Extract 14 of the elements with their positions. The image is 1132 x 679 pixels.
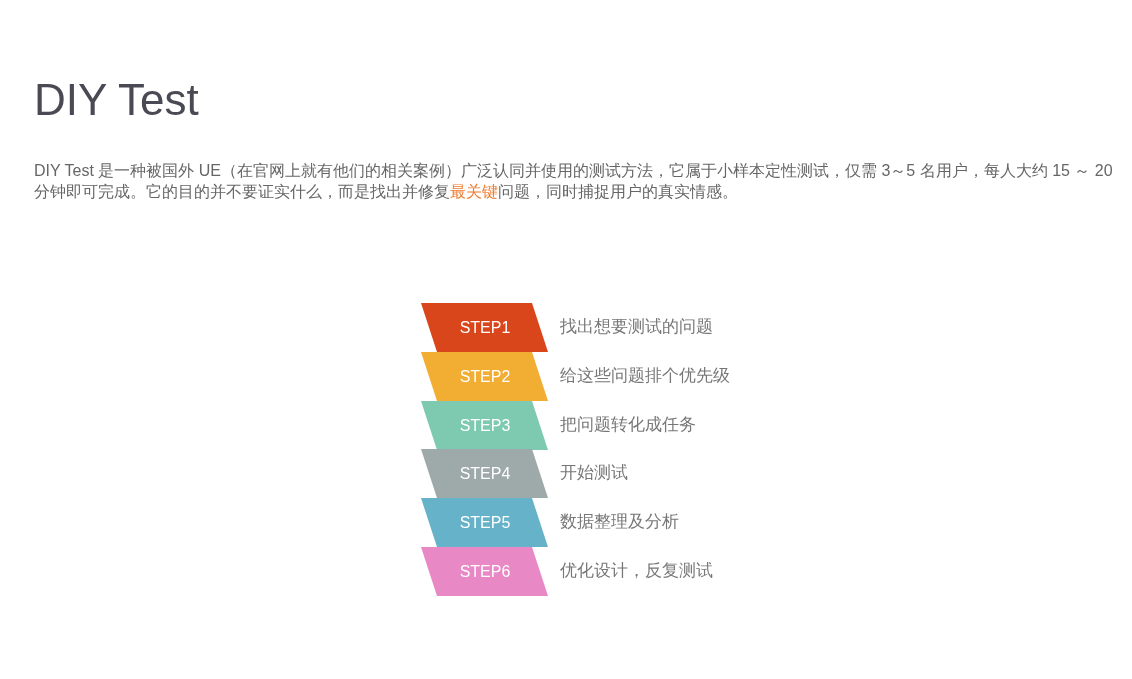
step-label: STEP5 bbox=[458, 513, 512, 533]
step-description: 优化设计，反复测试 bbox=[560, 561, 713, 581]
step-label: STEP3 bbox=[458, 415, 512, 435]
step-description: 开始测试 bbox=[560, 463, 628, 484]
step-description: 把问题转化成任务 bbox=[560, 414, 696, 435]
intro-paragraph: DIY Test 是一种被国外 UE（在官网上就有他们的相关案例）广泛认同并使用的测试方法，它属于小样本定性测试，仅需 3～5 名用户，每人大约 15 ～ 20 分钟即可完成。它的目的并不要证实什么，而是找出并修复最关键问题，同时捕捉用户的真实情感。 bbox=[34, 161, 1114, 202]
step-label: STEP6 bbox=[458, 562, 512, 581]
step-label: STEP1 bbox=[458, 318, 512, 337]
step-label: STEP4 bbox=[458, 464, 512, 484]
step-description: 数据整理及分析 bbox=[560, 512, 679, 533]
step-label: STEP2 bbox=[458, 366, 512, 386]
step-description: 给这些问题排个优先级 bbox=[560, 365, 730, 386]
step-description: 找出想要测试的问题 bbox=[560, 317, 713, 337]
page-title: DIY Test bbox=[34, 74, 199, 126]
